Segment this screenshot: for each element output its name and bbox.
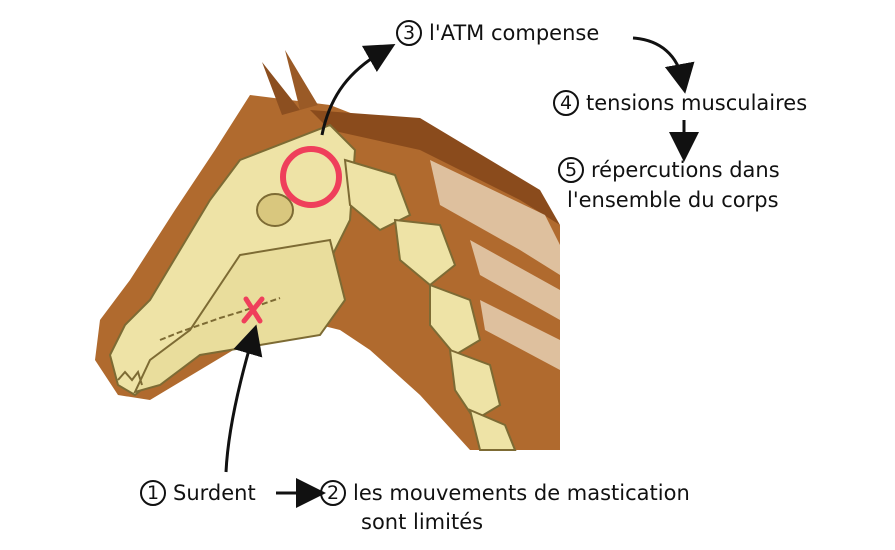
step-3-number: 3: [396, 20, 422, 46]
step-5-text: répercutions dans: [591, 158, 780, 182]
step-4-label: 4 tensions musculaires: [553, 90, 807, 116]
arrow-icon: [320, 44, 396, 136]
step-3-label: 3 l'ATM compense: [396, 20, 599, 46]
step-5-number: 5: [558, 157, 584, 183]
step-1-text: Surdent: [173, 481, 256, 505]
step-5-label: 5 répercutions dans: [558, 157, 780, 183]
step-4-text: tensions musculaires: [586, 91, 808, 115]
step-5-text-line2: l'ensemble du corps: [567, 188, 779, 212]
step-1-label: 1 Surdent: [140, 480, 256, 506]
tmj-circle-marker: [280, 146, 342, 208]
tooth-cross-marker: [241, 296, 265, 324]
cervical-vertebrae: [343, 158, 517, 451]
step-1-number: 1: [140, 480, 166, 506]
step-3-text: l'ATM compense: [429, 21, 600, 45]
arrow-icon: [224, 324, 263, 473]
step-2-text-line2: sont limités: [361, 510, 484, 534]
skull: [108, 123, 357, 397]
step-4-number: 4: [553, 90, 579, 116]
step-2-number: 2: [320, 480, 346, 506]
step-2-text: les mouvements de mastication: [353, 481, 690, 505]
step-2-label: 2 les mouvements de mastication: [320, 480, 690, 506]
arrow-icon: [632, 36, 695, 94]
